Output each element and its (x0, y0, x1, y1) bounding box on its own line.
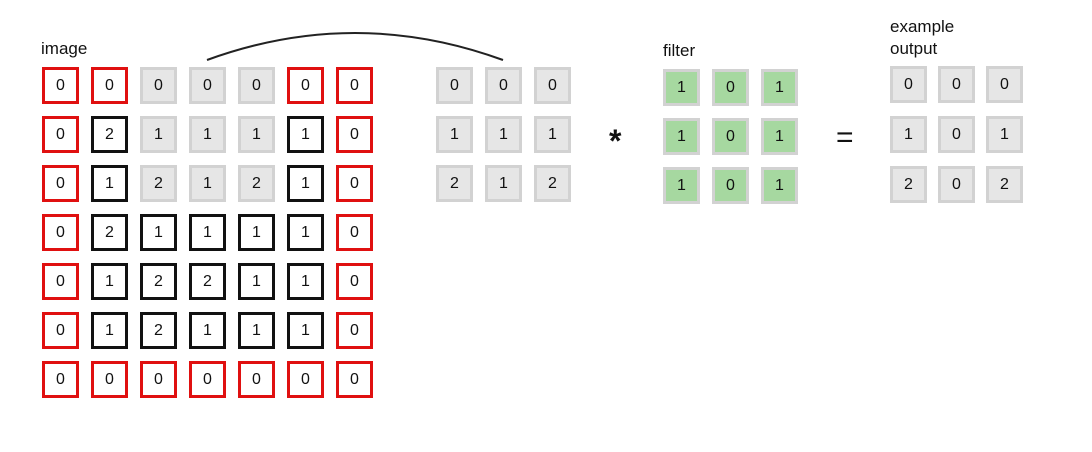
patch-cell-r1-c2: 1 (534, 116, 571, 153)
image-cell-r1-c1: 2 (91, 116, 128, 153)
filter-cell-r1-c2: 1 (761, 118, 798, 155)
image-label: image (41, 39, 88, 58)
image-cell-r2-c0: 0 (42, 165, 79, 202)
image-cell-r6-c1: 0 (91, 361, 128, 398)
image-cell-r0-c4: 0 (238, 67, 275, 104)
patch-cell-r1-c0: 1 (436, 116, 473, 153)
output-cell-r1-c0: 1 (890, 116, 927, 153)
filter-cell-r2-c1: 0 (712, 167, 749, 204)
image-cell-r2-c6: 0 (336, 165, 373, 202)
image-cell-r0-c3: 0 (189, 67, 226, 104)
filter-cell-r0-c2: 1 (761, 69, 798, 106)
image-cell-r4-c5: 1 (287, 263, 324, 300)
output-cell-r0-c0: 0 (890, 66, 927, 103)
image-cell-r5-c6: 0 (336, 312, 373, 349)
image-cell-r4-c4: 1 (238, 263, 275, 300)
image-cell-r3-c0: 0 (42, 214, 79, 251)
image-cell-r2-c5: 1 (287, 165, 324, 202)
image-cell-r3-c5: 1 (287, 214, 324, 251)
patch-cell-r0-c1: 0 (485, 67, 522, 104)
image-cell-r0-c1: 0 (91, 67, 128, 104)
image-cell-r4-c0: 0 (42, 263, 79, 300)
image-cell-r5-c3: 1 (189, 312, 226, 349)
filter-label: filter (663, 41, 696, 60)
image-cell-r3-c3: 1 (189, 214, 226, 251)
image-cell-r3-c1: 2 (91, 214, 128, 251)
image-cell-r1-c5: 1 (287, 116, 324, 153)
image-cell-r2-c2: 2 (140, 165, 177, 202)
image-cell-r6-c4: 0 (238, 361, 275, 398)
patch-cell-r2-c2: 2 (534, 165, 571, 202)
image-cell-r6-c2: 0 (140, 361, 177, 398)
patch-cell-r0-c0: 0 (436, 67, 473, 104)
image-cell-r4-c1: 1 (91, 263, 128, 300)
image-cell-r5-c0: 0 (42, 312, 79, 349)
output-cell-r1-c2: 1 (986, 116, 1023, 153)
filter-cell-r2-c2: 1 (761, 167, 798, 204)
filter-cell-r1-c0: 1 (663, 118, 700, 155)
image-cell-r0-c2: 0 (140, 67, 177, 104)
image-cell-r5-c1: 1 (91, 312, 128, 349)
image-cell-r6-c6: 0 (336, 361, 373, 398)
image-cell-r1-c0: 0 (42, 116, 79, 153)
image-cell-r0-c0: 0 (42, 67, 79, 104)
image-cell-r3-c4: 1 (238, 214, 275, 251)
image-cell-r5-c2: 2 (140, 312, 177, 349)
output-cell-r0-c2: 0 (986, 66, 1023, 103)
filter-cell-r2-c0: 1 (663, 167, 700, 204)
output-cell-r0-c1: 0 (938, 66, 975, 103)
image-cell-r0-c5: 0 (287, 67, 324, 104)
patch-cell-r1-c1: 1 (485, 116, 522, 153)
output-cell-r1-c1: 0 (938, 116, 975, 153)
image-cell-r6-c5: 0 (287, 361, 324, 398)
image-cell-r4-c2: 2 (140, 263, 177, 300)
output-cell-r2-c1: 0 (938, 166, 975, 203)
convolve-operator: * (609, 123, 622, 159)
image-cell-r5-c4: 1 (238, 312, 275, 349)
image-cell-r4-c3: 2 (189, 263, 226, 300)
image-cell-r4-c6: 0 (336, 263, 373, 300)
filter-cell-r1-c1: 0 (712, 118, 749, 155)
image-cell-r0-c6: 0 (336, 67, 373, 104)
image-cell-r6-c0: 0 (42, 361, 79, 398)
patch-cell-r2-c0: 2 (436, 165, 473, 202)
filter-cell-r0-c0: 1 (663, 69, 700, 106)
image-cell-r5-c5: 1 (287, 312, 324, 349)
patch-cell-r0-c2: 0 (534, 67, 571, 104)
image-cell-r6-c3: 0 (189, 361, 226, 398)
equals-operator: = (836, 121, 854, 154)
image-cell-r2-c1: 1 (91, 165, 128, 202)
output-label: example output (890, 16, 954, 60)
image-cell-r2-c4: 2 (238, 165, 275, 202)
output-label-line-1: example (890, 17, 955, 36)
output-cell-r2-c0: 2 (890, 166, 927, 203)
image-cell-r2-c3: 1 (189, 165, 226, 202)
output-cell-r2-c2: 2 (986, 166, 1023, 203)
image-cell-r1-c3: 1 (189, 116, 226, 153)
image-cell-r1-c2: 1 (140, 116, 177, 153)
image-cell-r1-c6: 0 (336, 116, 373, 153)
image-cell-r3-c6: 0 (336, 214, 373, 251)
image-cell-r1-c4: 1 (238, 116, 275, 153)
image-cell-r3-c2: 1 (140, 214, 177, 251)
patch-cell-r2-c1: 1 (485, 165, 522, 202)
output-label-line-2: output (890, 39, 938, 58)
filter-cell-r0-c1: 0 (712, 69, 749, 106)
